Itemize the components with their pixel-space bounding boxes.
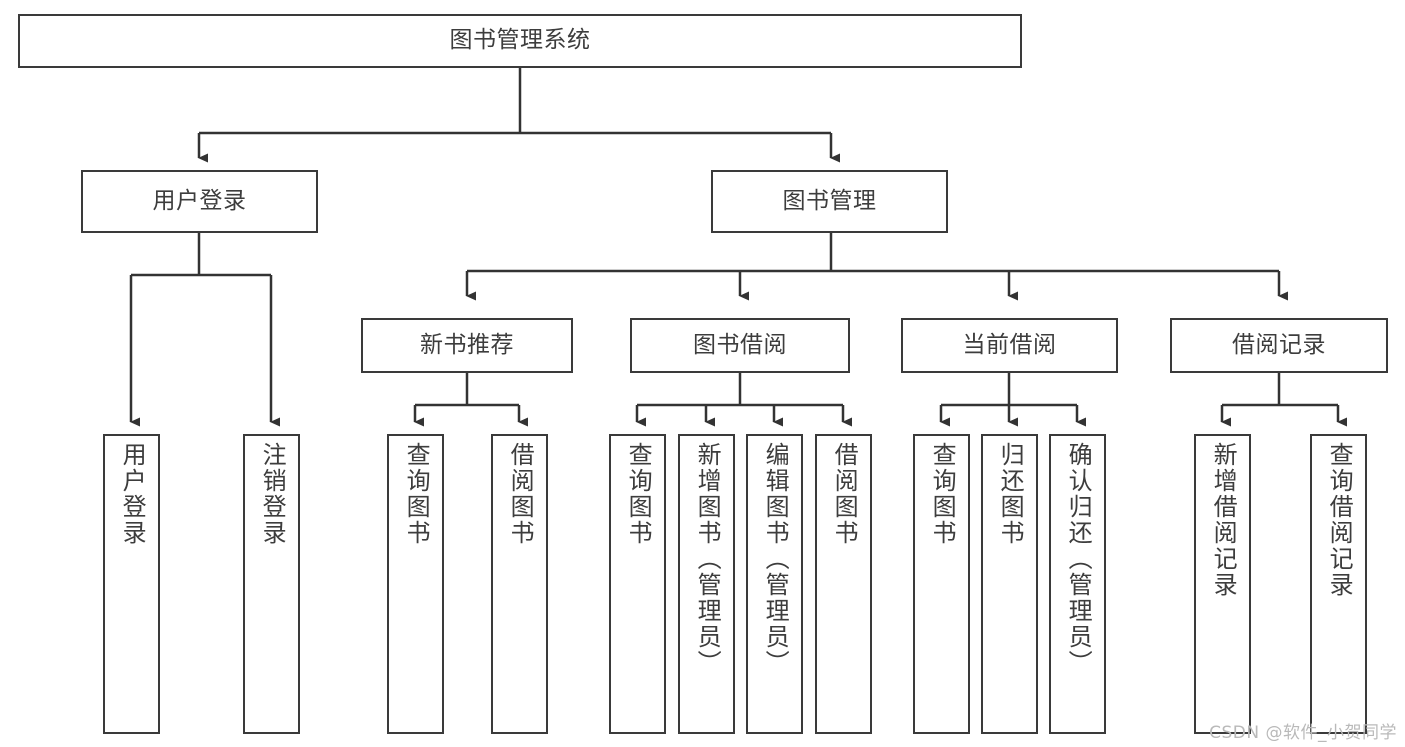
node-leaf-user-login-login-label: 用户登录 <box>118 442 147 546</box>
node-book-management[interactable]: 图书管理 <box>711 170 948 233</box>
node-new-book-recommend[interactable]: 新书推荐 <box>361 318 573 373</box>
node-book-borrow-label: 图书借阅 <box>693 331 787 358</box>
node-leaf-book-borrow-edit[interactable]: 编辑图书（管理员） <box>746 434 803 734</box>
node-leaf-user-login-logout-label: 注销登录 <box>258 442 287 546</box>
node-leaf-user-login-logout[interactable]: 注销登录 <box>243 434 300 734</box>
node-leaf-current-borrow-confirm[interactable]: 确认归还（管理员） <box>1049 434 1106 734</box>
node-borrow-record-label: 借阅记录 <box>1232 331 1326 358</box>
node-leaf-book-borrow-add-label: 新增图书（管理员） <box>693 442 722 676</box>
node-leaf-book-borrow-borrow-label: 借阅图书 <box>830 442 859 546</box>
node-book-borrow[interactable]: 图书借阅 <box>630 318 850 373</box>
node-leaf-current-borrow-return[interactable]: 归还图书 <box>981 434 1038 734</box>
node-leaf-user-login-login[interactable]: 用户登录 <box>103 434 160 734</box>
node-user-login-label: 用户登录 <box>152 187 247 214</box>
node-book-management-label: 图书管理 <box>782 187 877 214</box>
node-root-label: 图书管理系统 <box>449 27 591 54</box>
node-current-borrow-label: 当前借阅 <box>962 331 1057 358</box>
node-leaf-book-borrow-query[interactable]: 查询图书 <box>609 434 666 734</box>
node-leaf-new-book-query-label: 查询图书 <box>402 442 431 546</box>
node-leaf-current-borrow-query[interactable]: 查询图书 <box>913 434 970 734</box>
node-leaf-borrow-record-add-label: 新增借阅记录 <box>1209 442 1238 598</box>
node-leaf-book-borrow-query-label: 查询图书 <box>624 442 653 546</box>
node-borrow-record[interactable]: 借阅记录 <box>1170 318 1388 373</box>
node-new-book-recommend-label: 新书推荐 <box>420 331 514 358</box>
node-leaf-new-book-query[interactable]: 查询图书 <box>387 434 444 734</box>
node-leaf-book-borrow-add[interactable]: 新增图书（管理员） <box>678 434 735 734</box>
node-root-book-management-system[interactable]: 图书管理系统 <box>18 14 1022 68</box>
node-leaf-borrow-record-query-label: 查询借阅记录 <box>1325 442 1354 598</box>
node-leaf-current-borrow-query-label: 查询图书 <box>928 442 957 546</box>
node-leaf-book-borrow-borrow[interactable]: 借阅图书 <box>815 434 872 734</box>
node-user-login[interactable]: 用户登录 <box>81 170 318 233</box>
node-leaf-current-borrow-return-label: 归还图书 <box>996 442 1025 546</box>
node-leaf-book-borrow-edit-label: 编辑图书（管理员） <box>761 442 790 676</box>
node-leaf-new-book-borrow[interactable]: 借阅图书 <box>491 434 548 734</box>
node-leaf-borrow-record-query[interactable]: 查询借阅记录 <box>1310 434 1367 734</box>
watermark-text: CSDN @软件_小贺同学 <box>1209 723 1397 743</box>
node-leaf-current-borrow-confirm-label: 确认归还（管理员） <box>1064 442 1093 676</box>
node-leaf-new-book-borrow-label: 借阅图书 <box>506 442 535 546</box>
node-current-borrow[interactable]: 当前借阅 <box>901 318 1118 373</box>
node-leaf-borrow-record-add[interactable]: 新增借阅记录 <box>1194 434 1251 734</box>
